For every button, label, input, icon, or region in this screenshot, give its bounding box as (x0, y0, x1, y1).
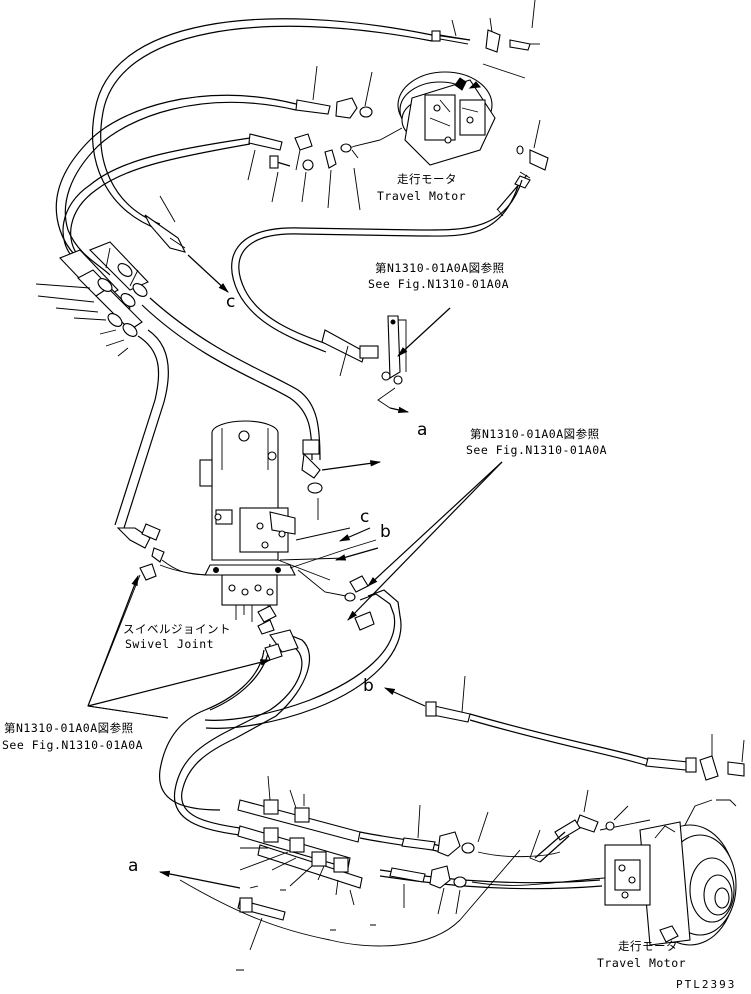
swivel-joint-label-en: Swivel Joint (125, 637, 215, 651)
fittings-top-right (247, 0, 549, 217)
swivel-joint-label-jp: スイベルジョイント (123, 622, 231, 636)
connector-a-low: a (128, 856, 139, 876)
hoses-to-swivel (114, 297, 382, 581)
travel-motor-bottom (529, 789, 737, 946)
reference-leaders (87, 171, 531, 719)
drawing-id: PTL2393 (676, 978, 737, 991)
hoses-lower (159, 629, 311, 836)
reference-label-1-en: See Fig.N1310-01A0A (368, 277, 510, 291)
connector-c-mid: c (360, 507, 370, 527)
travel-motor-top (397, 71, 496, 166)
hose-right-lower (384, 675, 745, 807)
reference-label-2-jp: 第N1310-01A0A図参照 (470, 427, 600, 441)
hose-clamps-lower (158, 775, 606, 971)
travel-motor-bottom-label-jp: 走行モータ (618, 939, 678, 953)
connector-b-mid: b (380, 522, 391, 542)
reference-label-3-jp: 第N1310-01A0A図参照 (4, 721, 134, 735)
travel-motor-top-label-jp: 走行モータ (397, 172, 457, 186)
hose-clamps-upper-left (35, 241, 149, 357)
reference-label-2-en: See Fig.N1310-01A0A (466, 443, 608, 457)
connector-c-top: c (226, 292, 236, 312)
travel-motor-top-label-en: Travel Motor (377, 189, 467, 203)
hose-right-upper (231, 179, 523, 414)
reference-label-3-en: See Fig.N1310-01A0A (2, 738, 144, 752)
connector-b-low: b (363, 676, 374, 696)
connector-a-mid: a (417, 420, 428, 440)
swivel-joint (159, 420, 379, 635)
reference-label-1-jp: 第N1310-01A0A図参照 (375, 261, 505, 275)
travel-motor-bottom-label-en: Travel Motor (597, 956, 687, 970)
